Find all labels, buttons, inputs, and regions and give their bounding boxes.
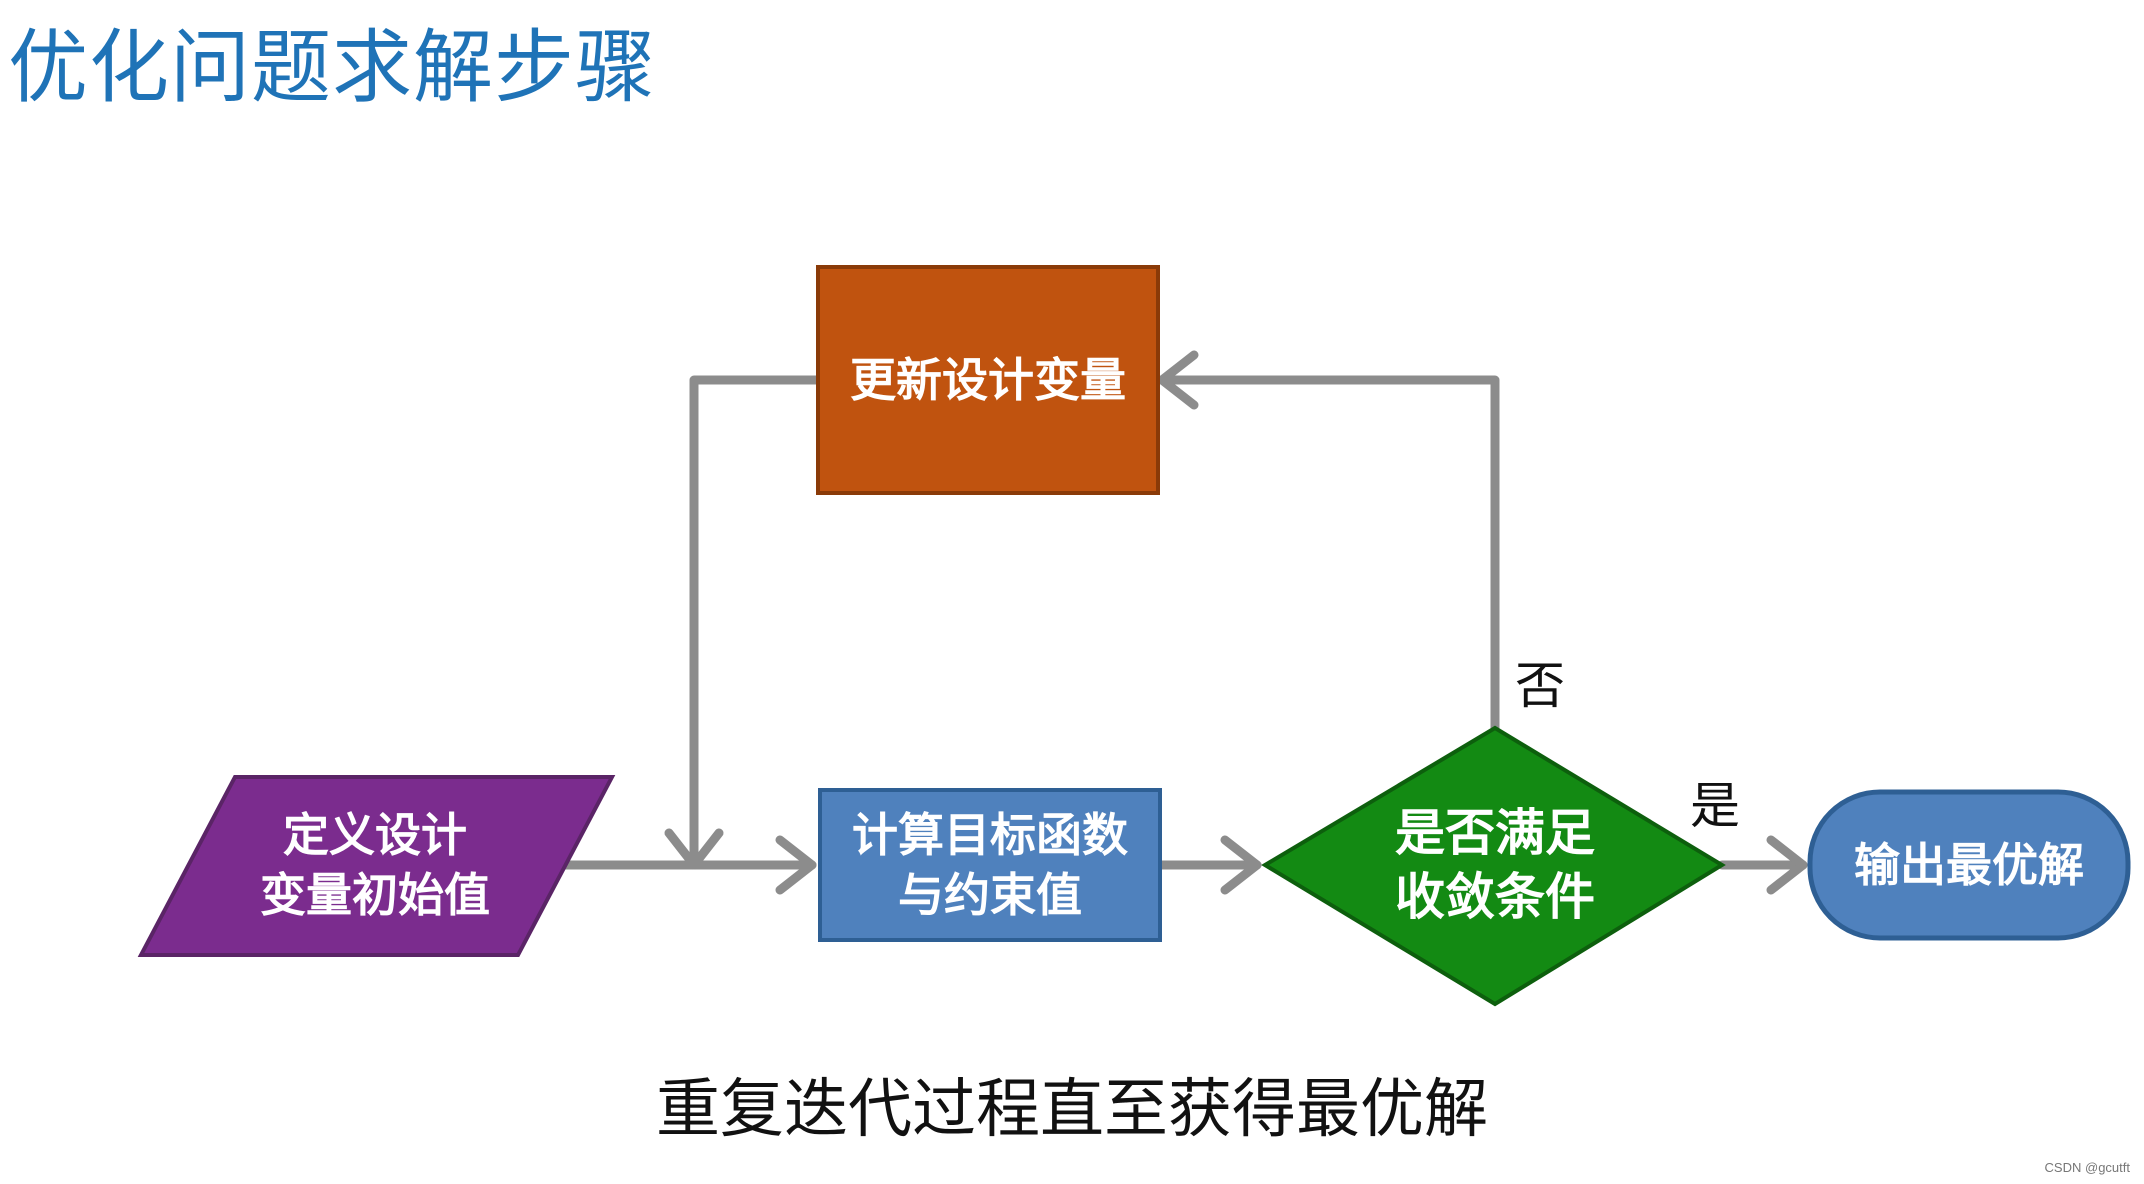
edge-label-no: 否	[1515, 657, 1565, 715]
arrowhead-decision-to-output	[1766, 835, 1808, 895]
node-output-label: 输出最优解	[1854, 838, 2084, 892]
node-output-shape	[1807, 789, 2131, 941]
arrowhead-compute-to-decision	[1220, 835, 1262, 895]
edge-label-yes: 是	[1690, 777, 1740, 835]
node-compute-shape	[818, 788, 1162, 942]
node-update-shape	[816, 265, 1160, 495]
node-update-label: 更新设计变量	[850, 353, 1126, 407]
watermark: CSDN @gcutft	[2044, 1160, 2130, 1175]
connectors	[560, 350, 1808, 895]
arrowhead-decision-to-update	[1157, 350, 1199, 410]
arrowhead-update-to-compute	[664, 828, 724, 870]
edge-update-to-compute	[689, 375, 823, 870]
node-decision-shape	[1261, 725, 1726, 1007]
node-define-vars-shape	[137, 775, 616, 957]
edge-decision-to-update	[1157, 375, 1500, 733]
node-compute-label: 计算目标函数 与约束值	[852, 808, 1128, 922]
node-define-vars-label: 定义设计 变量初始值	[260, 808, 490, 922]
footer-caption: 重复迭代过程直至获得最优解	[656, 1073, 1488, 1147]
arrowhead-define-to-compute	[775, 835, 817, 895]
node-decision-label: 是否满足 收敛条件	[1395, 804, 1595, 926]
page-title: 优化问题求解步骤	[8, 21, 656, 114]
